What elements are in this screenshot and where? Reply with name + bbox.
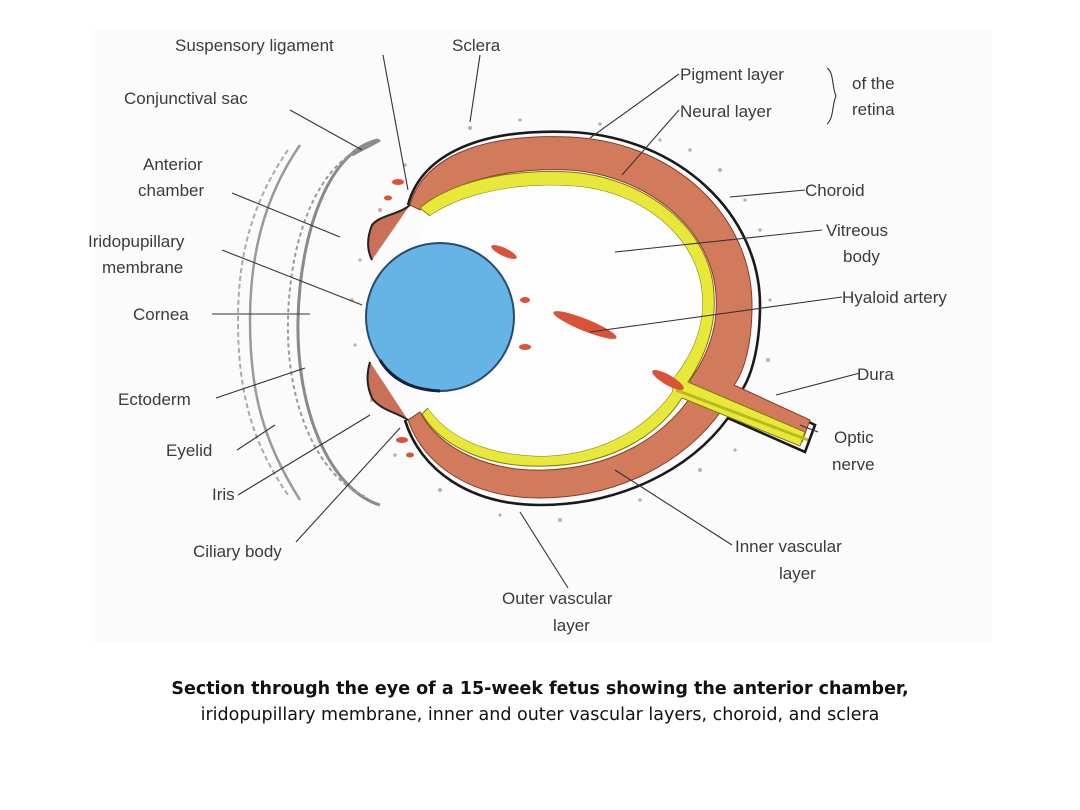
label-cornea: Cornea [133,305,189,324]
label-choroid: Choroid [805,181,865,200]
label-neural-layer: Neural layer [680,102,772,121]
label-membrane: membrane [102,258,183,277]
label-dura: Dura [857,365,894,384]
label-sclera: Sclera [452,36,501,55]
label-chamber: chamber [138,181,204,200]
vessels [384,179,684,458]
vitreous-body [408,185,703,456]
label-inner-vascular: Inner vascular [735,537,842,556]
figure-caption: Section through the eye of a 15-week fet… [0,676,1080,728]
mesenchyme-dots [350,118,772,522]
label-iridopupillary: Iridopupillary [88,232,185,251]
label-of-the: of the [852,74,895,93]
label-conjunctival-sac: Conjunctival sac [124,89,248,108]
eyelid-layers [236,138,381,507]
iris-ciliary [366,204,411,421]
lens-capsule [378,359,441,393]
leader-lines [212,54,861,589]
sclera-outline [403,130,817,507]
labels: Suspensory ligament Sclera Conjunctival … [88,36,947,635]
label-ciliary-body: Ciliary body [193,542,282,561]
eye-section-diagram: Suspensory ligament Sclera Conjunctival … [88,36,947,635]
caption-line-2: iridopupillary membrane, inner and outer… [200,705,880,725]
label-vitreous: Vitreous [826,221,888,240]
label-ectoderm: Ectoderm [118,390,191,409]
label-vitreous-body: body [843,247,880,266]
label-anterior: Anterior [143,155,203,174]
optic-nerve-core [675,388,809,442]
label-nerve: nerve [832,455,875,474]
label-optic: Optic [834,428,874,447]
label-outer-vascular-layer: layer [553,616,590,635]
label-retina: retina [852,100,895,119]
label-suspensory-ligament: Suspensory ligament [175,36,334,55]
label-inner-vascular-layer: layer [779,564,816,583]
caption-line-1: Section through the eye of a 15-week fet… [171,679,909,699]
label-hyaloid-artery: Hyaloid artery [842,288,947,307]
label-eyelid: Eyelid [166,441,212,460]
label-outer-vascular: Outer vascular [502,589,613,608]
label-pigment-layer: Pigment layer [680,65,784,84]
label-iris: Iris [212,485,235,504]
